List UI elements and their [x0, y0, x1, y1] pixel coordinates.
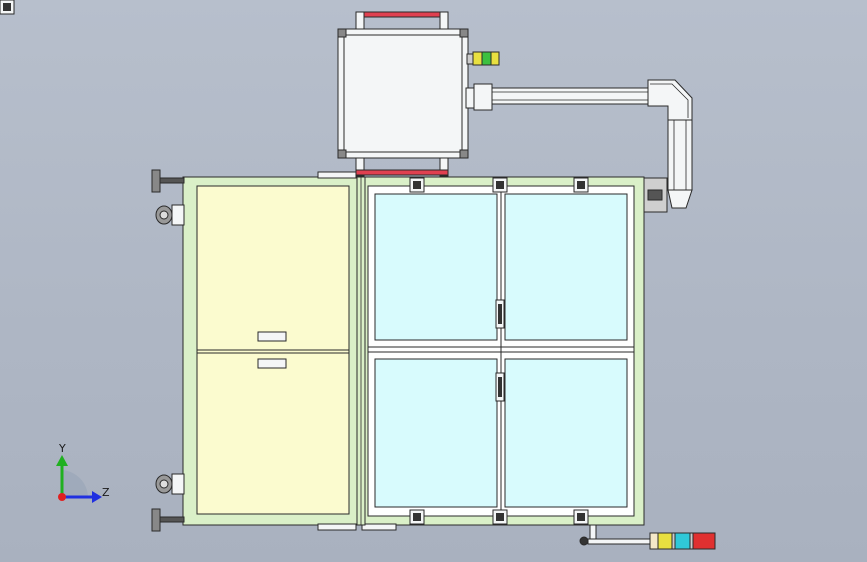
upper-drawer-handle: [257, 331, 287, 342]
coordinate-triad-icon: [56, 455, 102, 503]
caster-wheel-icon: [155, 473, 185, 495]
glass-door-section: [367, 185, 635, 517]
hinges: [0, 0, 15, 15]
drawer-column: [196, 185, 350, 515]
hinge-icon: [409, 509, 425, 525]
glass-pane: [374, 193, 498, 341]
y-axis-label: Y: [59, 442, 66, 455]
hinge-icon: [409, 177, 425, 193]
top-handle: [355, 11, 449, 18]
caster-wheel-icon: [155, 204, 185, 226]
box-lamp-icon: [466, 51, 500, 66]
control-box: [337, 11, 500, 177]
hinge-icon: [492, 177, 508, 193]
lower-drawer-handle: [257, 358, 287, 369]
leveling-foot-icon: [151, 508, 185, 532]
glass-pane: [504, 193, 628, 341]
signal-tower-icon: [579, 524, 716, 550]
hinge-icon: [573, 177, 589, 193]
glass-pane: [504, 358, 628, 508]
control-box-body: [337, 28, 469, 159]
z-axis-label: Z: [102, 486, 110, 499]
hinge-icon: [573, 509, 589, 525]
support-arm: [465, 79, 693, 213]
glass-pane: [374, 358, 498, 508]
hinge-icon: [492, 509, 508, 525]
leveling-foot-icon: [151, 169, 185, 193]
bottom-handle: [355, 169, 449, 176]
